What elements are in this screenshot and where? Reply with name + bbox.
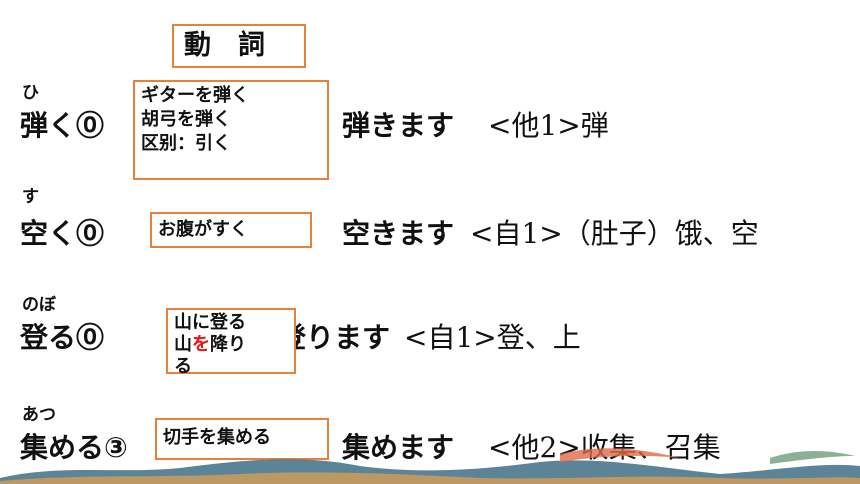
example-line: 山に登る xyxy=(174,312,246,333)
example-box-suku: お腹がすく xyxy=(150,212,312,248)
example-box-noboru: 山に登る 山を降り る xyxy=(166,308,296,377)
conjugation-hiku: 弾きます xyxy=(342,109,455,142)
verb-noboru: 登る⓪ xyxy=(20,321,105,354)
conjugation-noboru: 登ります xyxy=(278,321,391,354)
verb-suku: 空く⓪ xyxy=(20,217,105,250)
example-highlight: を xyxy=(192,334,210,355)
example-line: ギターを弾く xyxy=(141,85,249,106)
example-line: 山を降り xyxy=(174,334,288,356)
example-line: 胡弓を弾く xyxy=(141,109,231,130)
meaning-atsumeru: <他2>收集、召集 xyxy=(488,431,721,464)
furigana-noboru: のぼ xyxy=(22,295,56,315)
verb-atsumeru: 集める③ xyxy=(20,431,128,464)
example-fragment: 降り xyxy=(210,334,246,355)
conjugation-atsumeru: 集めます xyxy=(342,431,455,464)
example-line: る xyxy=(174,356,192,377)
example-line: お腹がすく xyxy=(158,219,248,240)
example-line: 切手を集める xyxy=(163,427,271,448)
example-fragment: 山 xyxy=(174,334,192,355)
page-title: 動 詞 xyxy=(172,24,306,68)
verb-hiku: 弾く⓪ xyxy=(20,109,105,142)
conjugation-suku: 空きます xyxy=(342,217,455,250)
furigana-atsumeru: あつ xyxy=(22,405,56,425)
decorative-wave xyxy=(0,448,860,484)
meaning-suku: <自1>（肚子）饿、空 xyxy=(470,217,759,250)
example-box-hiku: ギターを弾く 胡弓を弾く 区别：引く xyxy=(133,80,329,180)
furigana-suku: す xyxy=(22,187,39,207)
meaning-hiku: <他1>弾 xyxy=(488,109,609,142)
example-line: 区别：引く xyxy=(141,133,231,154)
furigana-hiku: ひ xyxy=(22,83,39,103)
meaning-noboru: <自1>登、上 xyxy=(404,321,581,354)
example-box-atsumeru: 切手を集める xyxy=(155,418,329,460)
